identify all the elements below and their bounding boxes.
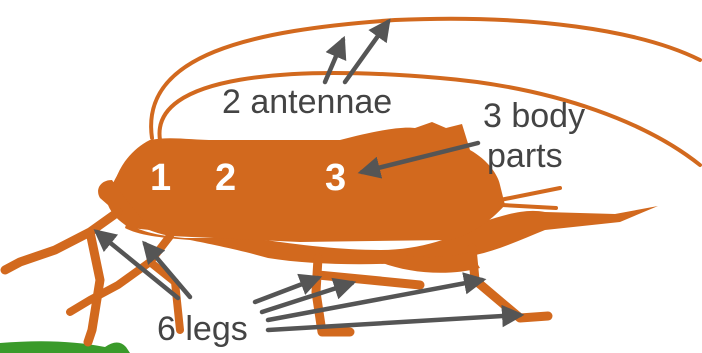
cricket-silhouette (5, 19, 700, 342)
plant-leaf (0, 341, 130, 353)
body-parts-label-line2: parts (487, 137, 563, 175)
segment-number-1: 1 (150, 157, 171, 199)
hind-leg-2 (472, 248, 548, 318)
antennae-label: 2 antennae (222, 83, 392, 121)
legs-label: 6 legs (157, 310, 248, 348)
segment-number-3: 3 (325, 157, 346, 199)
body-parts-label-line1: 3 body (483, 97, 585, 135)
arrow-antenna-1 (325, 40, 343, 82)
front-leg (5, 212, 118, 342)
arrow-leg-6 (268, 315, 520, 330)
segment-number-2: 2 (215, 157, 236, 199)
cricket-cerci (500, 188, 560, 208)
